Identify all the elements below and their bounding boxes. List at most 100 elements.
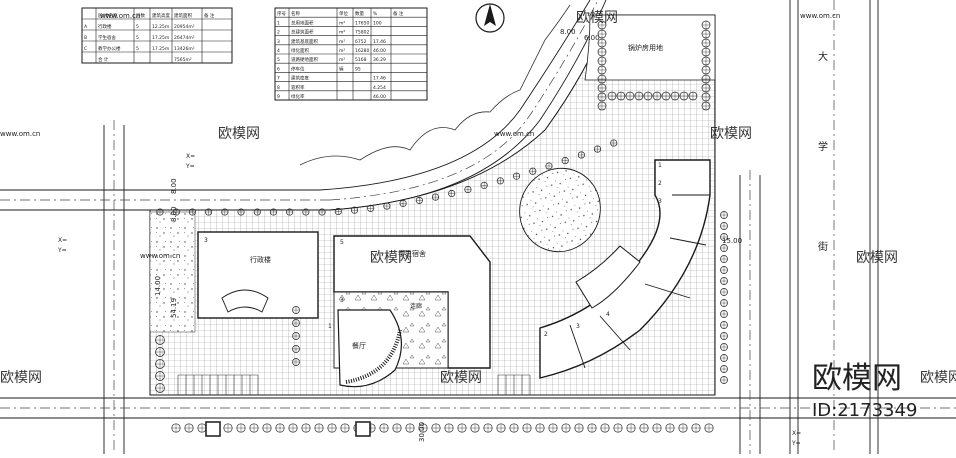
tree-icon-cross (720, 310, 728, 318)
watermark-url-group: www.om.cn www.om.cn www.om.cn www.om.cn … (0, 12, 840, 260)
tree-icon-cross (689, 92, 697, 100)
tree-icon-cross (720, 299, 728, 307)
terrain-edge (299, 4, 571, 166)
index-table-header: 备 注 (393, 10, 404, 17)
tree-icon-cross (720, 255, 728, 263)
tree-icon-cross (254, 208, 261, 216)
index-table-cell: m² (339, 49, 345, 54)
tree-icon-cross (155, 347, 165, 357)
tree-icon-cross (598, 21, 606, 29)
tree-icon-cross (292, 332, 300, 340)
index-table-cell: 总建筑面积 (291, 29, 314, 36)
building-table-cell: 学生宿舍 (98, 34, 116, 41)
floor-count: 3 (576, 323, 580, 330)
index-table-cell: 8 (277, 85, 280, 91)
index-table-cell: 7 (277, 76, 280, 82)
watermark-small: 欧模网 (0, 370, 42, 386)
watermark-url: www.om.cn (0, 130, 40, 138)
tree-icon-cross (610, 139, 617, 147)
watermark-url: www.om.cn (800, 12, 840, 20)
tree-icon-cross (720, 376, 728, 384)
tree-icon-cross (464, 186, 472, 193)
dim-label: 8.00 (170, 178, 178, 194)
road-top-edge-1 (0, 0, 591, 191)
index-table-cell: 4 (277, 48, 280, 54)
tree-icon-cross (691, 423, 701, 433)
tree-icon-cross (292, 319, 300, 327)
building-table-cell: 5 (136, 35, 139, 41)
index-table-cell: 16280 (355, 48, 369, 54)
tree-icon-cross (301, 423, 311, 433)
tree-icon-cross (720, 233, 728, 241)
building-table-cell: 12.25m (152, 24, 169, 30)
tree-icon-cross (470, 423, 480, 433)
building-table-cell: A (84, 24, 88, 30)
watermark-small: 欧模网 (218, 126, 260, 142)
tree-icon-cross (221, 208, 229, 216)
tree-icon-cross (351, 206, 358, 214)
watermark-small: 欧模网 (920, 370, 956, 386)
tree-icon-cross (155, 335, 165, 345)
tree-icon-cross (702, 30, 710, 38)
tree-icon-cross (535, 423, 545, 433)
tree-icon-cross (545, 162, 553, 170)
tree-icon-cross (509, 423, 519, 433)
tree-icon-cross (702, 75, 710, 83)
tree-icon-cross (561, 423, 571, 433)
tree-icon-cross (189, 208, 196, 216)
coord-label: X= (186, 153, 195, 160)
green-strip-left (149, 211, 196, 333)
watermark-url: www.om.cn (140, 252, 180, 260)
coord-label: X= (58, 237, 67, 244)
dim-label: 14.00 (154, 276, 162, 296)
building-table-cell: B (84, 35, 87, 41)
tree-icon-cross (598, 75, 606, 83)
corridor-label: 连廊 (410, 302, 422, 310)
oval-lawn (519, 167, 601, 253)
building-table-header: 备 注 (204, 12, 215, 19)
gate-post-left (205, 421, 221, 437)
tree-icon-cross (671, 92, 679, 100)
building-table-header: 层数 (136, 12, 145, 19)
coord-label: Y= (791, 440, 801, 447)
index-table-cell: 容积率 (291, 84, 305, 91)
building-table-cell: 20954m² (174, 24, 195, 30)
tree-icon-cross (367, 205, 374, 212)
tree-icon-cross (496, 423, 506, 433)
tree-icon-cross (431, 423, 441, 433)
index-table-cell: 36.29 (373, 57, 386, 63)
tree-icon-cross (270, 208, 277, 216)
index-table-cell: 建筑基底面积 (291, 38, 318, 45)
floor-count: 3 (204, 237, 208, 244)
tree-icon-cross (702, 48, 710, 56)
watermark-url: www.om.cn (100, 12, 140, 20)
teaching-building (539, 159, 711, 379)
building-table-header: 层/楼名称 (98, 12, 118, 19)
tree-icon-cross (392, 423, 402, 433)
index-table-cell: 2 (277, 30, 280, 36)
tree-icon-cross (702, 57, 710, 65)
tree-icon-cross (598, 66, 606, 74)
watermark-url: www.om.cn (494, 130, 534, 138)
tree-icon-cross (720, 244, 728, 252)
tree-icon-cross (680, 92, 688, 100)
tree-icon-cross (302, 208, 310, 216)
tree-icon-cross (432, 193, 439, 201)
tree-icon-cross (249, 423, 259, 433)
tree-icon-cross (644, 92, 652, 100)
floor-count: 2 (544, 331, 548, 338)
tree-icon-cross (561, 157, 569, 164)
tree-icon-cross (662, 92, 670, 100)
tree-icon-cross (608, 92, 616, 100)
tree-icon-cross (702, 84, 710, 92)
reserve-land-label: 锅炉房用地 (628, 43, 663, 52)
index-table-cell: 3 (277, 39, 280, 45)
dim-label: 15.00 (722, 237, 742, 245)
tree-icon-cross (598, 84, 606, 92)
building-table-cell: 教学办公楼 (98, 45, 121, 52)
tree-icon-cross (327, 423, 337, 433)
tree-icon-cross (155, 371, 165, 381)
parking-bays (177, 374, 531, 395)
